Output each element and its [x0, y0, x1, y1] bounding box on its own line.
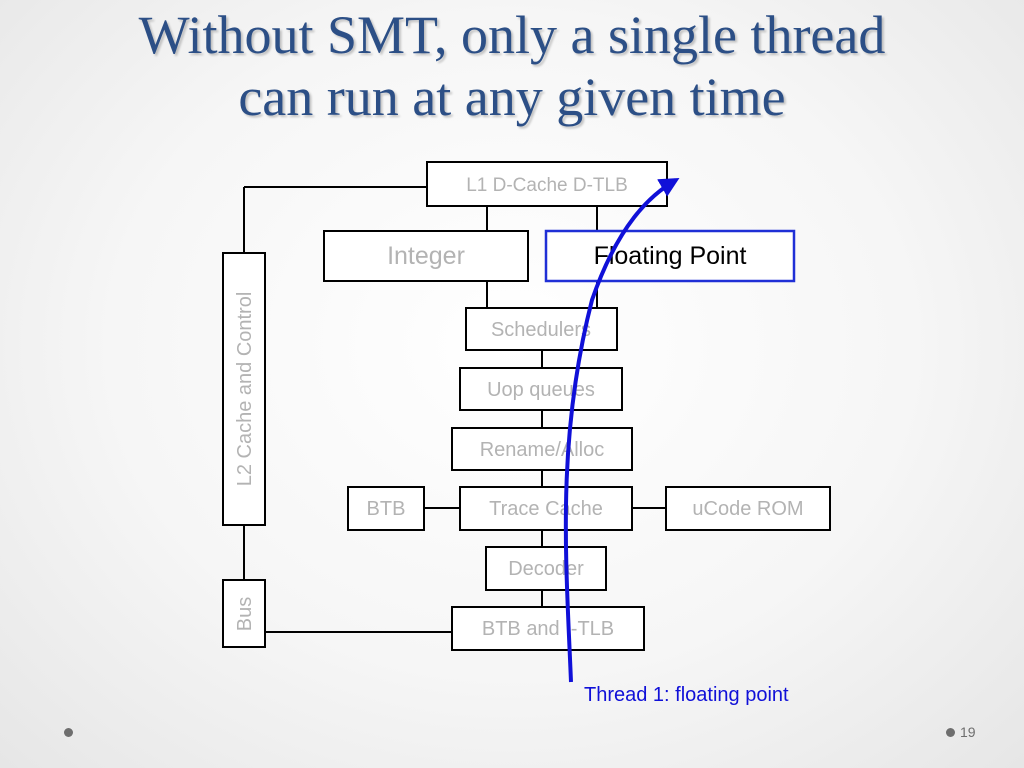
box-floating-point: Floating Point — [544, 229, 796, 283]
box-floating-point-label: Floating Point — [594, 242, 747, 270]
box-decoder: Decoder — [485, 546, 607, 591]
box-btb: BTB — [347, 486, 425, 531]
box-ucode-rom: uCode ROM — [665, 486, 831, 531]
box-schedulers-label: Schedulers — [491, 319, 591, 341]
footer-dot-left — [64, 728, 73, 737]
page-number: 19 — [960, 724, 976, 740]
box-l2-cache: L2 Cache and Control — [222, 252, 266, 526]
thread-label: Thread 1: floating point — [584, 684, 789, 706]
connector-lines — [243, 186, 666, 633]
box-rename-alloc-label: Rename/Alloc — [480, 439, 605, 461]
box-integer-label: Integer — [387, 242, 465, 270]
box-bus: Bus — [222, 579, 266, 648]
box-rename-alloc: Rename/Alloc — [451, 427, 633, 471]
box-uop-queues: Uop queues — [459, 367, 623, 411]
box-trace-cache-label: Trace Cache — [489, 498, 603, 520]
slide-title-line2: can run at any given time — [238, 67, 786, 127]
box-trace-cache: Trace Cache — [459, 486, 633, 531]
box-uop-queues-label: Uop queues — [487, 379, 595, 401]
slide-title: Without SMT, only a single thread can ru… — [0, 4, 1024, 128]
box-btb-itlb-label: BTB and I-TLB — [482, 618, 614, 640]
box-l1-dcache: L1 D-Cache D-TLB — [426, 161, 668, 207]
box-l1-dcache-label: L1 D-Cache D-TLB — [466, 175, 628, 196]
box-decoder-label: Decoder — [508, 558, 584, 580]
thread-path-arrow — [563, 177, 680, 683]
box-btb-itlb: BTB and I-TLB — [451, 606, 645, 651]
slide-title-line1: Without SMT, only a single thread — [138, 5, 886, 65]
box-l2-cache-label: L2 Cache and Control — [234, 292, 256, 487]
box-integer: Integer — [323, 230, 529, 282]
footer-dot-right — [946, 728, 955, 737]
box-schedulers: Schedulers — [465, 307, 618, 351]
box-ucode-rom-label: uCode ROM — [692, 498, 803, 520]
box-btb-label: BTB — [367, 498, 406, 520]
box-bus-label: Bus — [234, 597, 256, 631]
